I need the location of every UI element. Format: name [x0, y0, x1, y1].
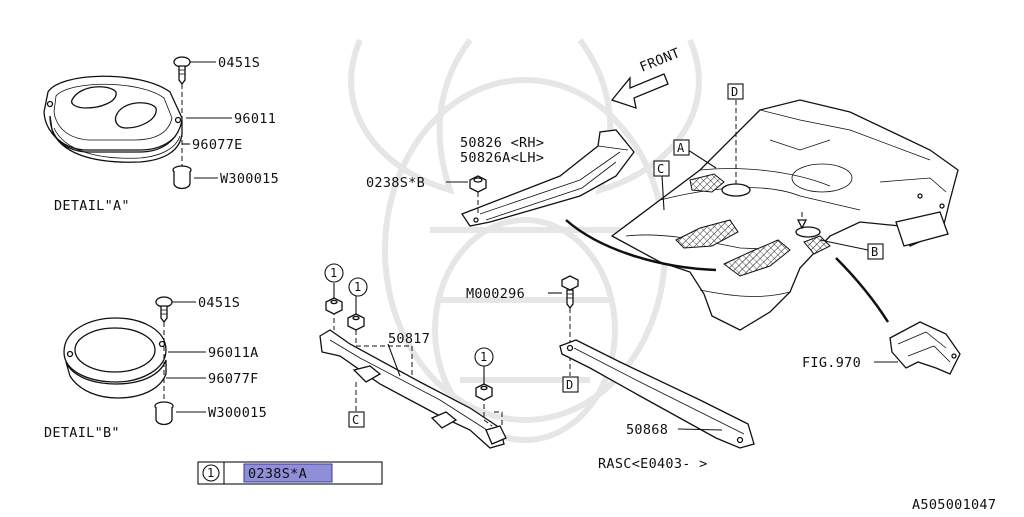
- detail-b-title: DETAIL"B": [44, 425, 120, 441]
- svg-text:1: 1: [480, 350, 487, 364]
- label-50826a-lh: 50826A<LH>: [460, 150, 544, 166]
- marker-c-top: C: [653, 160, 670, 177]
- marker-d-top: D: [727, 83, 744, 100]
- legend-part: 0238S*A: [248, 466, 307, 482]
- screw-0451s-a[interactable]: [173, 56, 191, 86]
- label-50868: 50868: [626, 422, 668, 438]
- member-50817[interactable]: [319, 329, 507, 449]
- label-rasc: RASC<E0403- >: [598, 456, 708, 472]
- nut-1b[interactable]: [347, 313, 365, 331]
- label-0451s-b: 0451S: [198, 295, 240, 311]
- label-fig970: FIG.970: [802, 355, 861, 371]
- marker-1-b: 1: [348, 277, 368, 297]
- screw-0451s-b[interactable]: [155, 296, 173, 324]
- svg-text:1: 1: [354, 280, 361, 294]
- svg-text:B: B: [871, 245, 878, 259]
- label-0238s-b: 0238S*B: [366, 175, 425, 191]
- detail-b-group: 0451S 96011A 96077F W300015 DETAIL"B": [44, 295, 267, 441]
- label-m000296: M000296: [466, 286, 525, 302]
- diagram-id: A505001047: [912, 497, 996, 512]
- legend-box: 1 0238S*A: [197, 461, 383, 485]
- marker-b: B: [867, 243, 884, 260]
- label-w300015-a: W300015: [220, 171, 279, 187]
- svg-text:D: D: [566, 378, 573, 392]
- marker-d-bottom: D: [562, 376, 579, 393]
- svg-text:C: C: [657, 162, 664, 176]
- label-96011: 96011: [234, 111, 276, 127]
- label-50826-rh: 50826 <RH>: [460, 135, 544, 151]
- legend-number: 1: [207, 466, 214, 480]
- nut-0238s-b[interactable]: [469, 175, 487, 193]
- svg-text:D: D: [731, 85, 738, 99]
- marker-1-a: 1: [324, 263, 344, 283]
- detail-a-group: 0451S 96011 96077E W300015 DETAIL"A": [43, 55, 279, 214]
- label-96077e: 96077E: [192, 137, 243, 153]
- member-50868[interactable]: [559, 339, 755, 449]
- clip-w300015-a[interactable]: [172, 165, 192, 190]
- front-label: FRONT: [638, 45, 683, 76]
- svg-text:1: 1: [330, 266, 337, 280]
- nut-1c[interactable]: [475, 383, 493, 401]
- marker-1-c: 1: [474, 347, 494, 367]
- svg-text:C: C: [352, 413, 359, 427]
- bolt-m000296[interactable]: [561, 275, 579, 310]
- label-0451s-a: 0451S: [218, 55, 260, 71]
- bracket-fig970[interactable]: [889, 321, 961, 375]
- detail-a-title: DETAIL"A": [54, 198, 130, 214]
- marker-a: A: [673, 139, 690, 156]
- member-50826[interactable]: [461, 129, 635, 227]
- marker-c-bottom: C: [348, 411, 365, 428]
- clip-w300015-b[interactable]: [154, 401, 174, 426]
- cover-96011[interactable]: [43, 75, 183, 151]
- nut-1a[interactable]: [325, 297, 343, 315]
- label-96077f: 96077F: [208, 371, 259, 387]
- gasket-96077f[interactable]: [65, 359, 167, 399]
- label-50817: 50817: [388, 331, 430, 347]
- svg-text:A: A: [677, 141, 685, 155]
- label-96011a: 96011A: [208, 345, 259, 361]
- floor-pan[interactable]: [610, 99, 959, 331]
- front-arrow: FRONT: [610, 45, 683, 109]
- label-w300015-b: W300015: [208, 405, 267, 421]
